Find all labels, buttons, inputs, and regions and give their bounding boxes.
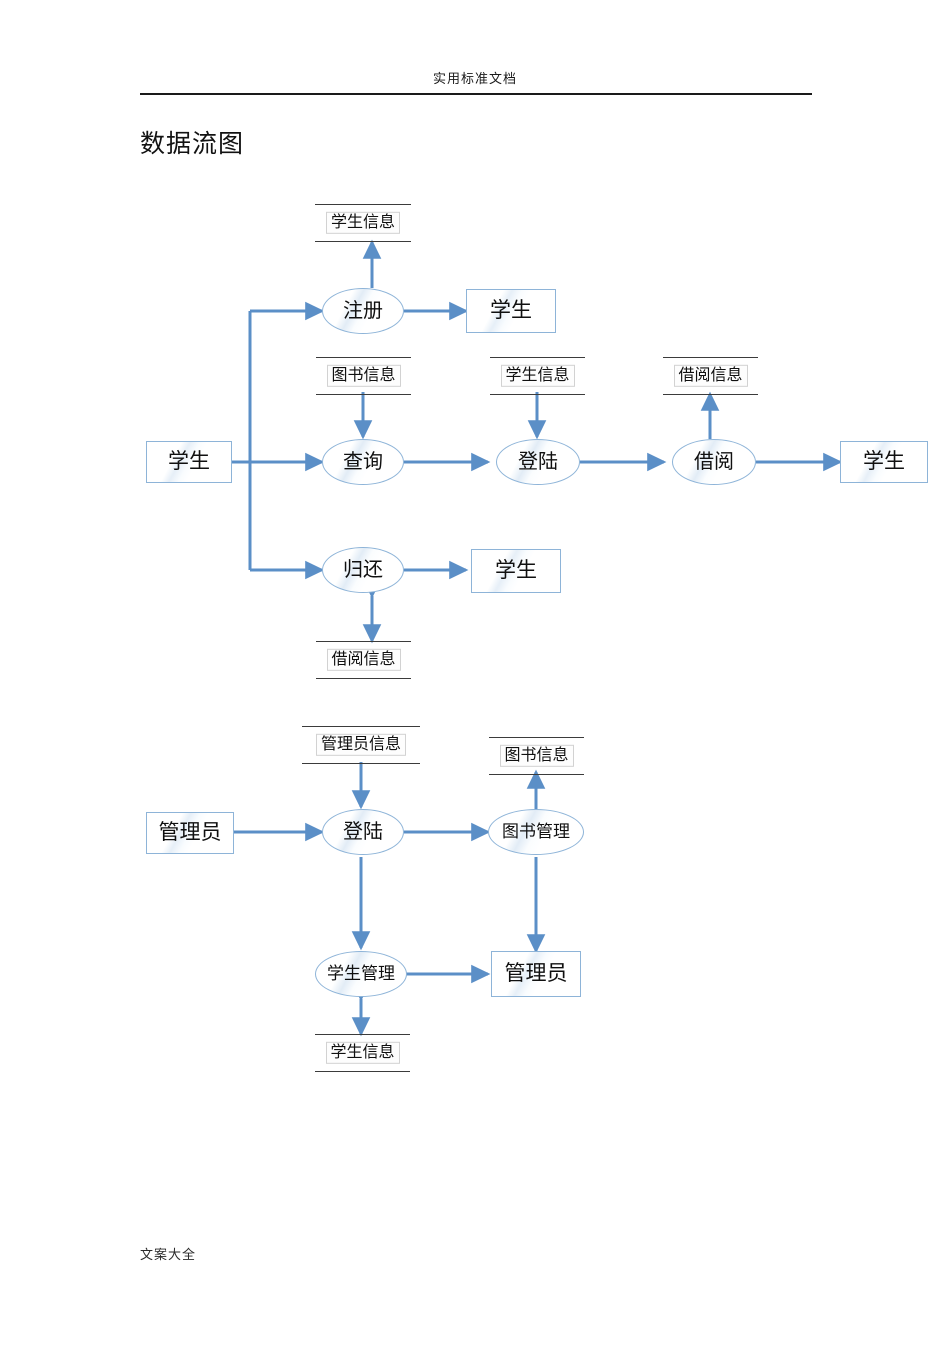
process-login-label: 登陆	[518, 451, 558, 473]
datastore-rail-top	[315, 204, 411, 205]
datastore-book-info-admin: 图书信息	[489, 737, 584, 775]
entity-student-register-output[interactable]: 学生	[466, 289, 556, 333]
entity-student-source[interactable]: 学生	[146, 441, 232, 483]
entity-label: 学生	[863, 449, 905, 474]
process-book-management[interactable]: 图书管理	[488, 809, 584, 855]
datastore-rail-bottom	[302, 763, 420, 764]
datastore-label: 图书信息	[326, 364, 401, 388]
datastore-admin-info: 管理员信息	[302, 726, 420, 764]
process-login-admin[interactable]: 登陆	[322, 809, 404, 855]
datastore-rail-bottom	[315, 1071, 410, 1072]
datastore-rail-top	[316, 641, 411, 642]
entity-label: 管理员	[158, 820, 222, 845]
datastore-rail-top	[663, 357, 758, 358]
entity-label: 学生	[495, 558, 537, 583]
process-student-management-label: 学生管理	[327, 963, 395, 983]
process-return[interactable]: 归还	[322, 547, 404, 593]
datastore-borrow-info-top: 借阅信息	[663, 357, 758, 395]
datastore-label: 借阅信息	[673, 364, 748, 388]
entity-student-return-output[interactable]: 学生	[471, 549, 561, 593]
datastore-student-info-admin: 学生信息	[315, 1034, 410, 1072]
process-query[interactable]: 查询	[322, 439, 404, 485]
datastore-label: 学生信息	[325, 211, 401, 235]
entity-label: 管理员	[504, 961, 568, 986]
datastore-student-info-top: 学生信息	[315, 204, 411, 242]
entity-admin-output[interactable]: 管理员	[491, 951, 581, 997]
datastore-label: 图书信息	[499, 744, 574, 768]
process-book-management-label: 图书管理	[502, 821, 570, 841]
datastore-rail-bottom	[316, 394, 411, 395]
page-title: 数据流图	[140, 131, 245, 158]
process-login-student[interactable]: 登陆	[496, 439, 580, 485]
page-footer-text: 文案大全	[140, 1247, 197, 1262]
datastore-rail-bottom	[490, 394, 585, 395]
datastore-book-info: 图书信息	[316, 357, 411, 395]
process-student-management[interactable]: 学生管理	[315, 951, 407, 997]
datastore-label: 学生信息	[325, 1041, 400, 1065]
entity-label: 学生	[168, 449, 210, 474]
page-header-text: 实用标准文档	[432, 71, 517, 86]
entity-admin-source[interactable]: 管理员	[146, 812, 234, 854]
process-borrow[interactable]: 借阅	[672, 439, 756, 485]
datastore-rail-top	[490, 357, 585, 358]
datastore-rail-bottom	[663, 394, 758, 395]
datastore-rail-bottom	[315, 241, 411, 242]
entity-student-borrow-output[interactable]: 学生	[840, 441, 928, 483]
datastore-rail-top	[489, 737, 584, 738]
datastore-rail-top	[302, 726, 420, 727]
datastore-label: 管理员信息	[315, 733, 407, 757]
datastore-rail-bottom	[489, 774, 584, 775]
process-login-label: 登陆	[343, 821, 383, 843]
entity-label: 学生	[490, 298, 532, 323]
datastore-rail-top	[315, 1034, 410, 1035]
process-borrow-label: 借阅	[694, 451, 734, 473]
datastore-label: 学生信息	[500, 364, 575, 388]
process-register-label: 注册	[343, 300, 383, 322]
process-query-label: 查询	[343, 451, 383, 473]
header-divider	[140, 93, 812, 95]
datastore-label: 借阅信息	[326, 648, 401, 672]
datastore-rail-top	[316, 357, 411, 358]
datastore-borrow-info-return: 借阅信息	[316, 641, 411, 679]
process-register[interactable]: 注册	[322, 288, 404, 334]
datastore-student-info-login: 学生信息	[490, 357, 585, 395]
datastore-rail-bottom	[316, 678, 411, 679]
process-return-label: 归还	[343, 559, 383, 581]
